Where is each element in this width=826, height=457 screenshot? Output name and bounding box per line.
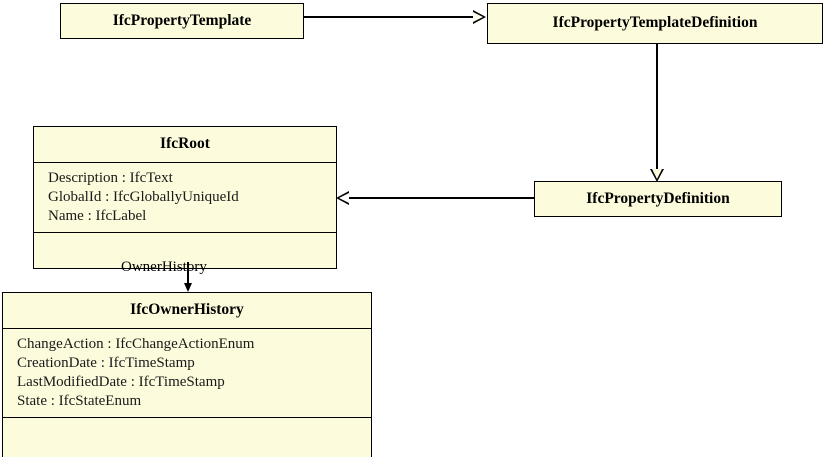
attribute-row: GlobalId : IfcGloballyUniqueId	[48, 188, 239, 205]
edge-label-ownerhistory: OwnerHistory	[121, 259, 207, 275]
attribute-row: LastModifiedDate : IfcTimeStamp	[17, 373, 225, 390]
class-operations-ifcroot	[34, 231, 336, 268]
edge-template-to-templatedefinition	[304, 16, 474, 18]
class-title-ifcpropertydefinition: IfcPropertyDefinition	[586, 189, 730, 207]
attribute-row: Name : IfcLabel	[48, 207, 147, 224]
attribute-row: ChangeAction : IfcChangeActionEnum	[17, 335, 255, 352]
attribute-row: Description : IfcText	[48, 169, 173, 186]
class-box-ifcpropertytemplatedefinition[interactable]: IfcPropertyTemplateDefinition	[487, 3, 823, 44]
generalization-arrowhead-icon	[336, 191, 349, 205]
class-box-ifcownerhistory[interactable]: IfcOwnerHistory ChangeAction : IfcChange…	[2, 292, 372, 457]
class-attributes-ifcroot: Description : IfcText GlobalId : IfcGlob…	[34, 161, 336, 232]
class-box-ifcpropertydefinition[interactable]: IfcPropertyDefinition	[534, 181, 782, 217]
edge-propertydefinition-to-ifcroot	[349, 197, 534, 199]
class-title-ifcroot: IfcRoot	[160, 135, 210, 152]
class-title-ifcownerhistory: IfcOwnerHistory	[130, 301, 244, 318]
class-box-ifcpropertytemplate[interactable]: IfcPropertyTemplate	[60, 3, 304, 39]
edge-templatedefinition-to-propertydefinition	[656, 44, 658, 169]
class-title-ifcpropertytemplatedefinition: IfcPropertyTemplateDefinition	[552, 14, 758, 32]
generalization-arrowhead-icon	[473, 10, 486, 24]
class-box-ifcroot[interactable]: IfcRoot Description : IfcText GlobalId :…	[33, 126, 337, 269]
association-arrowhead-icon	[183, 283, 192, 292]
class-title-ifcpropertytemplate: IfcPropertyTemplate	[112, 11, 252, 29]
generalization-arrowhead-icon	[650, 169, 664, 182]
edge-ifcroot-to-ifcownerhistory	[187, 262, 189, 286]
class-attributes-ifcownerhistory: ChangeAction : IfcChangeActionEnum Creat…	[3, 327, 371, 417]
attribute-row: State : IfcStateEnum	[17, 392, 142, 409]
class-operations-ifcownerhistory	[3, 416, 371, 457]
attribute-row: CreationDate : IfcTimeStamp	[17, 354, 195, 371]
